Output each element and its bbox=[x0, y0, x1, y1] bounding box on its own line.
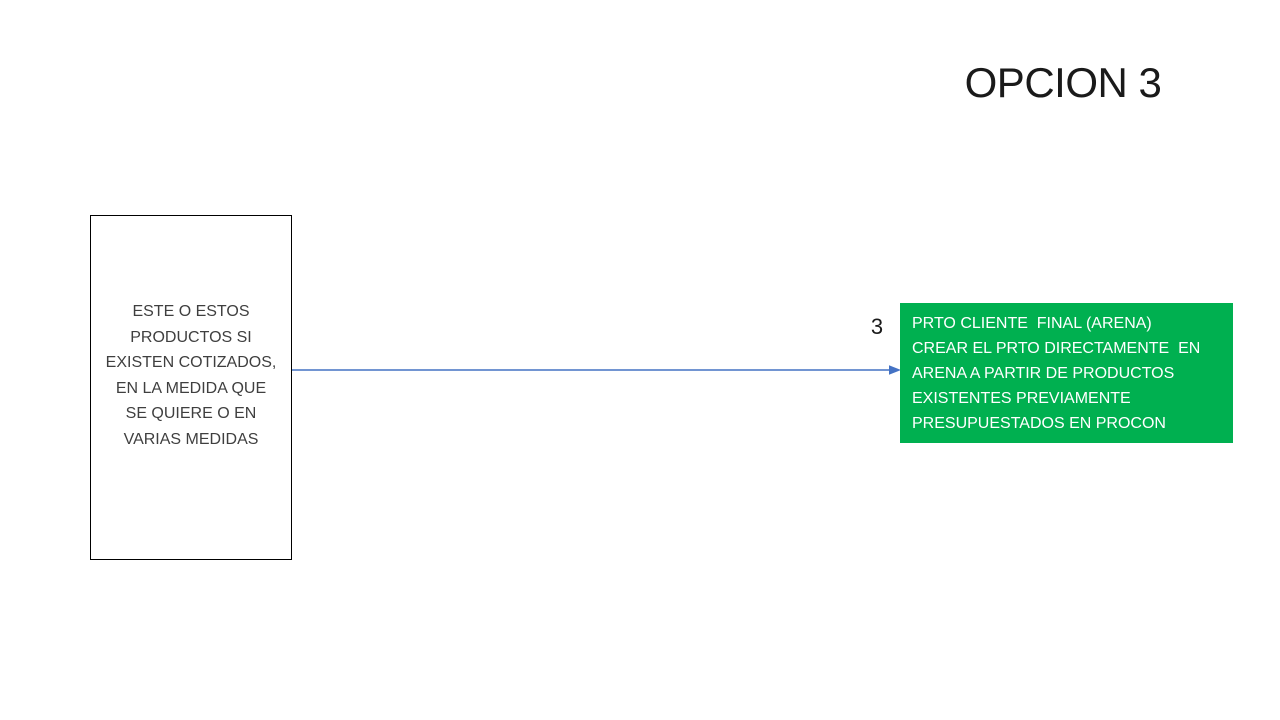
target-textbox[interactable]: PRTO CLIENTE FINAL (ARENA) CREAR EL PRTO… bbox=[900, 303, 1233, 443]
source-textbox-text: ESTE O ESTOS PRODUCTOS SI EXISTEN COTIZA… bbox=[105, 303, 277, 448]
step-number-label: 3 bbox=[870, 314, 884, 339]
arrowhead-icon bbox=[889, 365, 901, 375]
source-textbox[interactable]: ESTE O ESTOS PRODUCTOS SI EXISTEN COTIZA… bbox=[90, 215, 292, 560]
connector-arrow[interactable] bbox=[291, 363, 902, 377]
slide-title: OPCION 3 bbox=[964, 59, 1162, 106]
